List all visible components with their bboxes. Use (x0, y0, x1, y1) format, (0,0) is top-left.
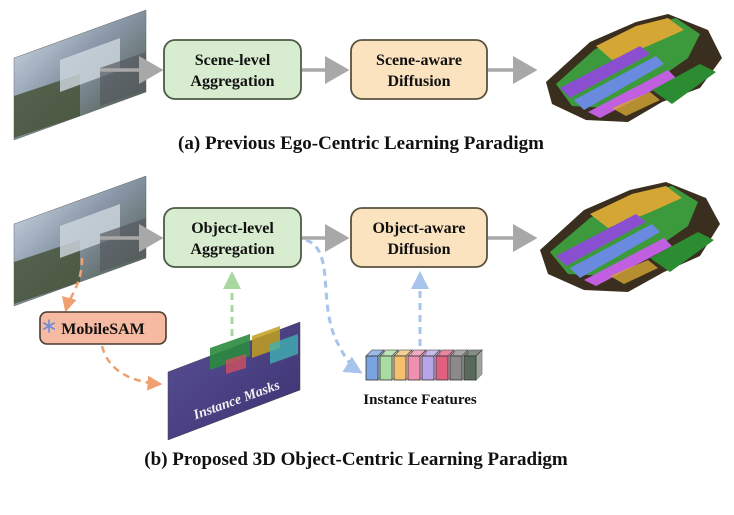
dashed-arrow-mobilesam-to-masks (100, 345, 163, 391)
object-diffusion-label-1: Object-aware (373, 220, 466, 237)
feature-cube (393, 349, 413, 381)
scene-diffusion-label-2: Diffusion (387, 73, 450, 90)
mobilesam-label: MobileSAM (61, 321, 145, 338)
instance-features-label: Instance Features (363, 392, 477, 408)
instance-masks-image: Instance Masks (167, 321, 301, 441)
object-level-aggregation-box: Object-level Aggregation (163, 207, 302, 268)
scene-diffusion-label-1: Scene-aware (376, 52, 462, 69)
semantic-map-top (546, 14, 722, 122)
object-diffusion-label-2: Diffusion (387, 241, 450, 258)
camera-image-top (13, 9, 147, 141)
object-aggregation-label-1: Object-level (191, 220, 274, 237)
dashed-arrow-aggregation-to-features (305, 238, 363, 374)
camera-image-bottom (13, 175, 147, 307)
object-aggregation-label-2: Aggregation (190, 241, 274, 258)
scene-aware-diffusion-box: Scene-aware Diffusion (350, 39, 488, 100)
caption-a: (a) Previous Ego-Centric Learning Paradi… (178, 133, 544, 154)
semantic-map-bottom (540, 182, 720, 292)
caption-b: (b) Proposed 3D Object-Centric Learning … (144, 449, 568, 470)
feature-cube (463, 349, 483, 381)
scene-aggregation-label-1: Scene-level (195, 52, 271, 69)
object-aware-diffusion-box: Object-aware Diffusion (350, 207, 488, 268)
dashed-arrow-image-to-mobilesam (61, 257, 84, 313)
scene-level-aggregation-box: Scene-level Aggregation (163, 39, 302, 100)
scene-aggregation-label-2: Aggregation (190, 73, 274, 90)
mobilesam-box: MobileSAM (39, 311, 167, 345)
feature-cube (379, 349, 399, 381)
snowflake-icon (42, 319, 56, 333)
instance-feature-cubes (365, 349, 483, 381)
